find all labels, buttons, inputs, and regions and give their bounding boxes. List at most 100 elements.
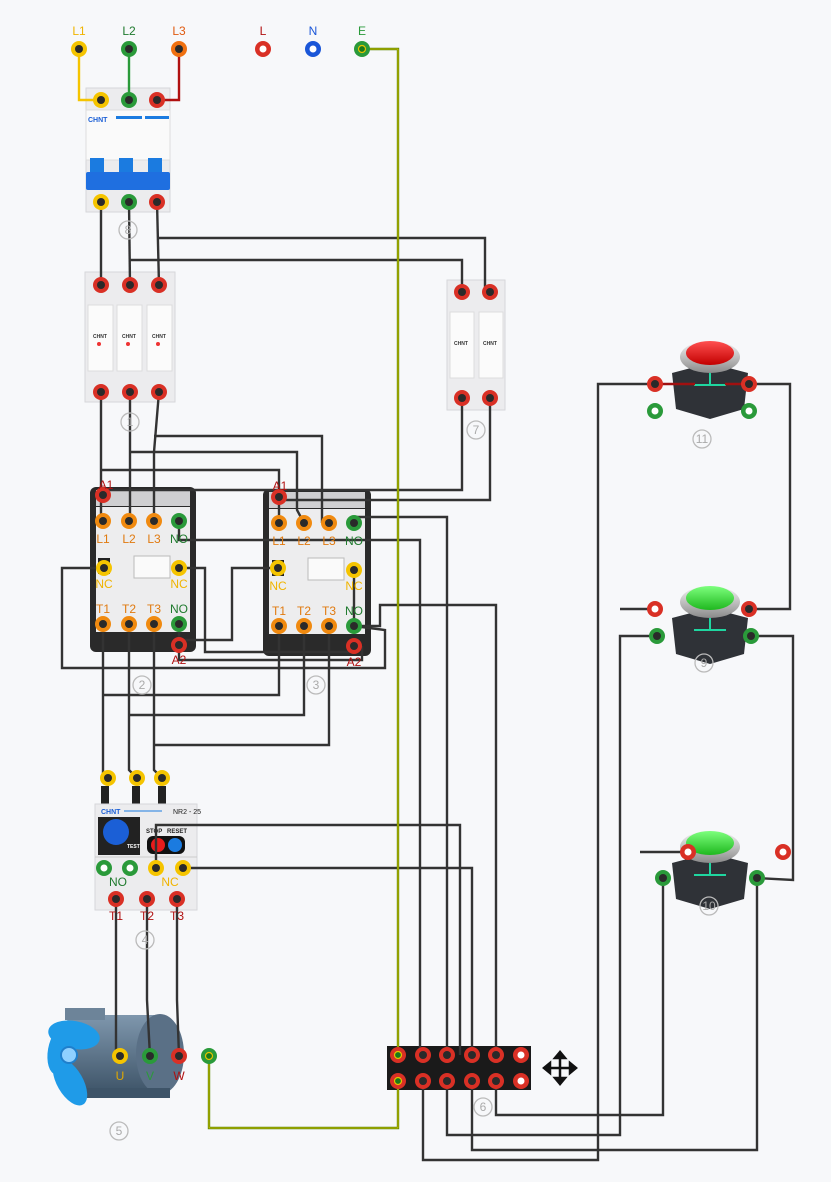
terminal-screw <box>468 1077 476 1085</box>
fuse-brand: CHNT <box>454 341 468 347</box>
km2-no-label: NO <box>345 534 363 548</box>
terminal-screw <box>158 774 166 782</box>
number-10: 10 <box>702 899 716 913</box>
terminal-screw <box>419 1051 427 1059</box>
test-label: TEST <box>127 844 140 850</box>
earth-wire[interactable] <box>207 1056 400 1130</box>
wire[interactable] <box>470 878 759 1152</box>
terminal-screw <box>126 388 134 396</box>
wire[interactable] <box>354 603 498 1055</box>
reset-label: RESET <box>167 829 187 835</box>
wire[interactable] <box>175 899 181 1057</box>
wire[interactable] <box>177 521 422 1055</box>
number-7: 7 <box>473 423 480 437</box>
wire[interactable] <box>154 823 462 1055</box>
earth-wire-stripe <box>208 1056 399 1129</box>
terminal-screw <box>651 380 659 388</box>
terminal-screw <box>126 281 134 289</box>
terminal-screw <box>112 895 120 903</box>
component-numbers: 8 1 7 2 3 4 5 6 11 9 10 <box>109 220 719 1141</box>
km2-l2-label: L2 <box>297 534 311 548</box>
wire[interactable] <box>101 468 281 523</box>
km2-nc-label: NC <box>269 579 287 593</box>
wire[interactable] <box>154 434 324 523</box>
overload-stop-button[interactable] <box>151 838 165 852</box>
fuse-brand: CHNT <box>483 341 497 347</box>
km1-l2-label: L2 <box>122 532 136 546</box>
km1-t1-label: T1 <box>96 602 110 616</box>
terminal-screw <box>325 622 333 630</box>
terminal-screw <box>300 622 308 630</box>
overload-no-label: NO <box>109 875 127 889</box>
fuse-holder-3p[interactable]: CHNT CHNT CHNT <box>84 271 176 403</box>
start-push-button[interactable] <box>672 831 748 909</box>
move-arrows-icon[interactable] <box>542 1050 578 1086</box>
terminal-screw <box>99 517 107 525</box>
km2-t2-label: T2 <box>297 604 311 618</box>
stop-label: STOP <box>146 829 162 835</box>
terminal-screw <box>125 517 133 525</box>
terminal-hole <box>204 1051 214 1061</box>
terminal-screw <box>97 388 105 396</box>
wire[interactable] <box>749 382 792 611</box>
terminal-screw <box>419 1077 427 1085</box>
km1-no-label: NO <box>170 602 188 616</box>
terminal-hole <box>393 1050 403 1060</box>
number-6: 6 <box>480 1100 487 1114</box>
km1-nc-label: NC <box>170 577 188 591</box>
number-11: 11 <box>696 432 709 446</box>
start-push-button[interactable] <box>672 586 748 664</box>
terminal-screw <box>179 864 187 872</box>
overload-reset-button[interactable] <box>168 838 182 852</box>
terminal-screw <box>150 620 158 628</box>
terminal-screw <box>753 874 761 882</box>
km1-l3-label: L3 <box>147 532 161 546</box>
breaker-brand: CHNT <box>88 117 108 124</box>
wire[interactable] <box>157 236 487 292</box>
supply-labels: L1 L2 L3 L N E <box>72 24 366 38</box>
terminal-screw <box>458 288 466 296</box>
terminal-screw <box>325 519 333 527</box>
terminal-screw <box>173 895 181 903</box>
wire[interactable] <box>277 398 492 502</box>
km1-nc-label: NC <box>95 577 113 591</box>
wire[interactable] <box>127 201 132 286</box>
number-5: 5 <box>116 1124 123 1138</box>
number-3: 3 <box>313 678 320 692</box>
wire[interactable] <box>183 866 474 1055</box>
km1-a1-label: A1 <box>99 478 114 492</box>
stop-push-button[interactable] <box>672 341 748 419</box>
wire[interactable] <box>145 899 152 1057</box>
terminal-screw <box>125 620 133 628</box>
terminal-hole <box>651 407 659 415</box>
km1-t3-label: T3 <box>147 602 161 616</box>
terminal-screw <box>175 45 183 53</box>
wire[interactable] <box>103 626 281 697</box>
number-1: 1 <box>127 415 134 429</box>
km2-t3-label: T3 <box>322 604 336 618</box>
wire[interactable] <box>494 878 665 1117</box>
label-l1: L1 <box>72 24 86 38</box>
fuse-brand: CHNT <box>152 334 166 340</box>
wire[interactable] <box>751 634 795 882</box>
wire[interactable] <box>60 566 387 670</box>
terminal-screw <box>175 1052 183 1060</box>
label-l2: L2 <box>122 24 136 38</box>
wire[interactable] <box>155 201 161 286</box>
number-4: 4 <box>142 933 149 947</box>
terminal-hole <box>779 848 787 856</box>
km2-l3-label: L3 <box>322 534 336 548</box>
circuit-breaker[interactable]: CHNT <box>85 87 171 213</box>
terminal-screw <box>275 493 283 501</box>
wire[interactable] <box>445 634 657 1137</box>
terminal-hole <box>259 45 267 53</box>
wire[interactable] <box>154 626 331 747</box>
wire[interactable] <box>129 626 306 717</box>
wire[interactable] <box>129 258 464 292</box>
terminal-screw <box>653 632 661 640</box>
terminal-screw <box>659 874 667 882</box>
wire[interactable] <box>177 566 278 642</box>
fuse-holder-2p[interactable]: CHNT CHNT <box>446 279 506 411</box>
wire[interactable] <box>421 382 655 1162</box>
terminal-screw <box>125 198 133 206</box>
